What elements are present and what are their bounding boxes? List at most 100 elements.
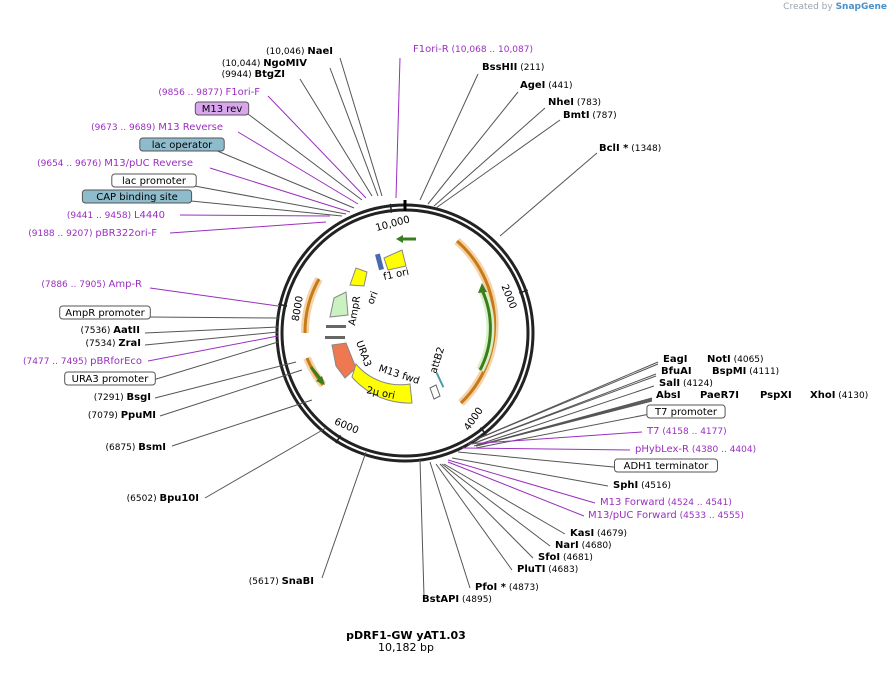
feature-box-cap-binding-site [81,189,193,204]
site-position: (1348) [628,144,661,154]
site-position: (4111) [746,367,779,377]
site-name: XhoI [810,390,835,401]
primer-range: (9188 .. 9207) [28,229,95,239]
site-name: BmtI [563,110,590,121]
feature-box-ura3-promoter [64,371,156,386]
leader-line [329,67,379,197]
orf-arc-right [456,239,497,405]
site-label-btgzi: (9944) BtgZI [222,69,285,80]
primer-label-pbr322ori-f: (9188 .. 9207) pBR322ori-F [28,228,157,239]
primer-label-l4440: (9441 .. 9458) L4440 [67,210,165,221]
site-name: BfuAI [661,366,692,377]
feature-label-t7-promoter: T7 promoter [654,407,718,418]
site-position: (4516) [638,481,671,491]
leader-line [154,361,297,399]
attb2-feature [429,384,441,400]
site-name: EagI [663,354,687,365]
leader-line [149,287,279,307]
inner-label-ampr: AmpR [347,295,363,326]
leader-line [169,221,327,234]
site-name: SnaBI [282,576,314,587]
ura3-feature [331,342,357,379]
site-position: (7291) [94,393,127,403]
site-name: ZraI [118,338,141,349]
leader-line [443,463,566,535]
brand-name: SnapGene [835,2,887,12]
site-label-pluti: PluTI (4683) [517,564,578,575]
tick-label: 2000 [498,283,518,311]
primer-arc-right [478,289,492,371]
ori-feature [349,267,368,287]
leader-line [339,57,383,197]
leader-line [419,459,425,597]
feature-box-lac-promoter [111,173,197,188]
leader-line [467,431,643,445]
site-position: (4124) [680,379,713,389]
primer-name: T7 [646,426,659,437]
site-position: (783) [574,98,601,108]
site-label-bcli: BclI * (1348) [599,143,661,154]
site-position: (4065) [731,355,764,365]
feature-label-adh1-terminator: ADH1 terminator [624,461,710,472]
site-label-naei: (10,046) NaeI [266,46,333,57]
site-label-noti: NotI (4065) [707,354,764,365]
tick-label: 10,000 [374,214,411,234]
leader-line [179,214,331,217]
leader-line [204,427,327,499]
leader-line [267,95,367,199]
brand-prefix: Created by [783,2,833,12]
site-name: SfoI [538,552,560,563]
site-position: (7534) [86,339,119,349]
t7-promoter-marker [435,372,445,388]
site-label-zrai: (7534) ZraI [86,338,141,349]
primer-label-m13-reverse: (9673 .. 9689) M13 Reverse [91,122,223,133]
snapgene-brand: Created by SnapGene [783,2,887,12]
feature-label-lac-operator: lac operator [152,140,213,151]
primer-arrowhead-left [316,376,325,385]
tick-mark [479,427,487,436]
site-label-sphi: SphI (4516) [613,480,671,491]
feature-box-t7-promoter [646,404,726,419]
site-label-snabi: (5617) SnaBI [249,576,314,587]
feature-label-m13-rev: M13 rev [202,104,243,115]
feature-label-ampr-promoter: AmpR promoter [65,308,145,319]
site-label-sali: SalI (4124) [659,378,713,389]
primer-range: (9654 .. 9676) [37,159,104,169]
site-position: (6502) [127,494,160,504]
site-name: BtgZI [254,69,285,80]
site-label-kasi: KasI (4679) [570,528,627,539]
site-label-paer7i: PaeR7I [700,390,739,401]
site-name: KasI [570,528,594,539]
tick-mark [335,435,342,444]
primer-label-phyblex-r: pHybLex-R (4380 .. 4404) [635,444,756,455]
site-name: NheI [548,97,574,108]
site-label-bpu10i: (6502) Bpu10I [127,493,199,504]
primer-name: M13 Forward [600,497,665,508]
leader-line [473,385,655,447]
site-label-aatii: (7536) AatII [80,325,140,336]
site-label-bfuai: BfuAI [661,366,692,377]
site-name: AgeI [520,80,545,91]
tick-mark [518,289,528,294]
leader-line [469,363,659,443]
leader-line [147,316,279,319]
leader-line [147,335,279,362]
primer-label-m13-forward: M13 Forward (4524 .. 4541) [600,497,732,508]
f1-ori-feature [383,249,407,271]
primer-arrowhead-top [396,235,403,243]
primer-label-amp-r: (7886 .. 7905) Amp-R [41,279,142,290]
feature-box-ampr-promoter [59,305,151,320]
site-name: BsmI [138,442,166,453]
leader-line [451,457,609,487]
site-position: (7536) [80,326,113,336]
inner-label-attb2: attB2 [428,346,447,375]
leader-line [395,57,401,199]
site-position: (4895) [459,595,492,605]
leader-line [429,461,471,589]
leader-line [152,341,279,381]
site-label-pfoi: PfoI * (4873) [475,582,539,593]
ampr-feature [329,291,349,318]
primer-range: (9673 .. 9689) [91,123,158,133]
primer-label-f1ori-f: (9856 .. 9877) F1ori-F [158,87,260,98]
primer-name: M13 Reverse [158,122,223,133]
